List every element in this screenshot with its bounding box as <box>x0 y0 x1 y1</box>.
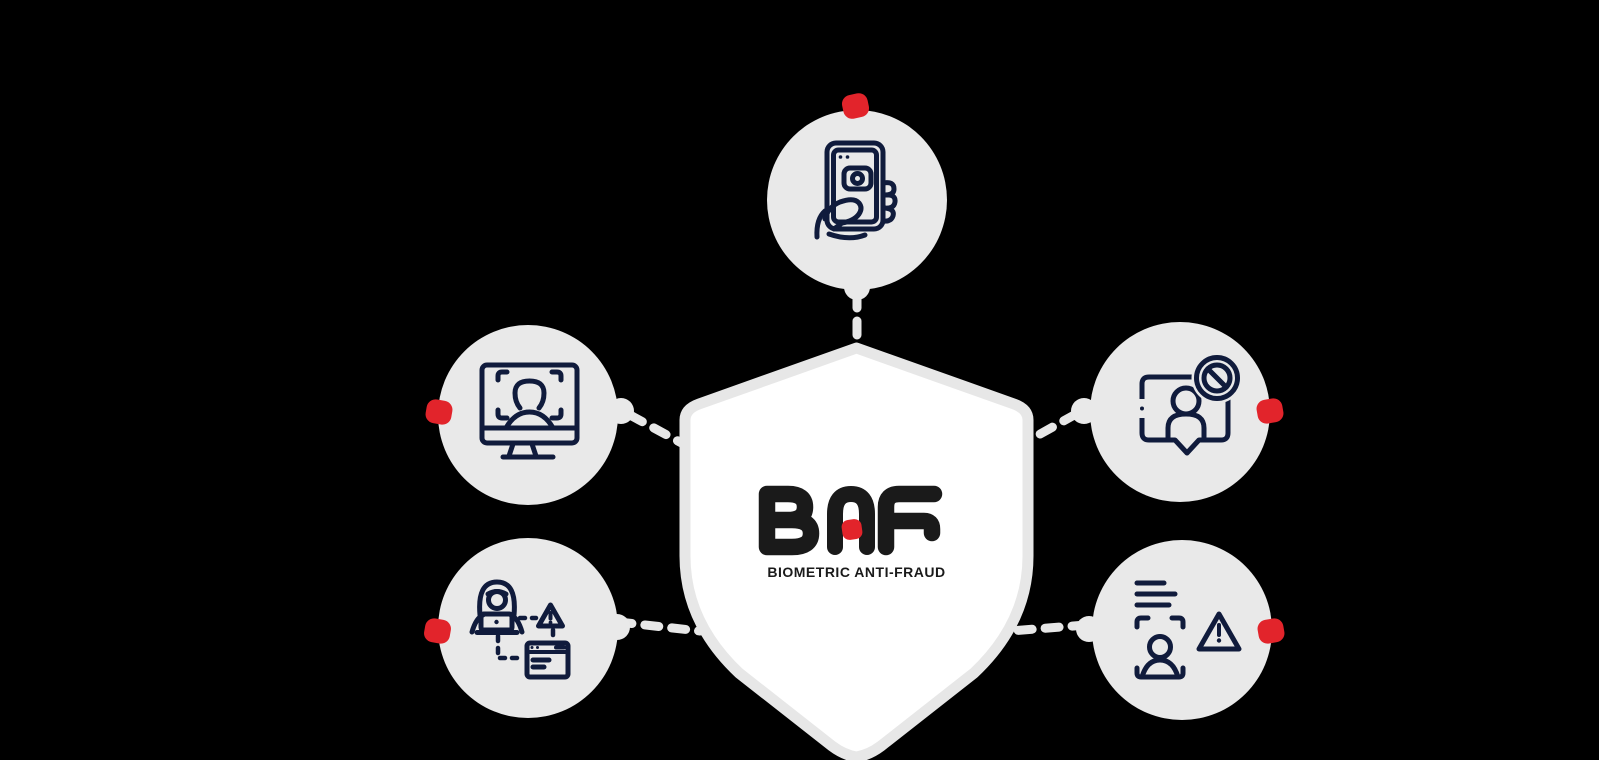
node-id-check-warning <box>1076 540 1285 720</box>
node-fraudster-attack <box>424 538 630 718</box>
logo-letter-f <box>877 485 943 556</box>
red-accent <box>425 399 453 425</box>
red-accent <box>1256 398 1284 424</box>
red-accent <box>424 618 451 644</box>
connector-left-lower <box>613 617 705 636</box>
logo-letter-a-arch <box>827 486 875 555</box>
chat-bubble-user-blocked-icon <box>1138 352 1243 456</box>
shield <box>679 342 1034 760</box>
red-accent <box>1257 618 1285 644</box>
red-accent <box>841 93 870 119</box>
baf-logotype <box>758 485 943 556</box>
node-circle <box>1092 540 1272 720</box>
hacker-laptop-warning-icon <box>469 579 571 680</box>
node-circle <box>438 325 618 505</box>
monitor-face-recognition-icon <box>479 362 580 460</box>
node-blocked-user-chat <box>1071 322 1284 502</box>
connector-right-lower <box>1005 620 1091 636</box>
baf-logo: BAF <box>758 484 958 562</box>
logo-red-dot <box>841 519 863 540</box>
node-circle <box>438 538 618 718</box>
node-face-scan-monitor <box>425 325 634 505</box>
node-selfie-capture <box>767 93 947 300</box>
shield-shape <box>679 342 1034 760</box>
id-face-frame-warning-icon <box>1134 580 1242 680</box>
logo-letter-b <box>758 485 820 556</box>
phone-selfie-camera-icon <box>814 140 898 241</box>
logo-subtitle: BIOMETRIC ANTI-FRAUD <box>767 564 946 580</box>
